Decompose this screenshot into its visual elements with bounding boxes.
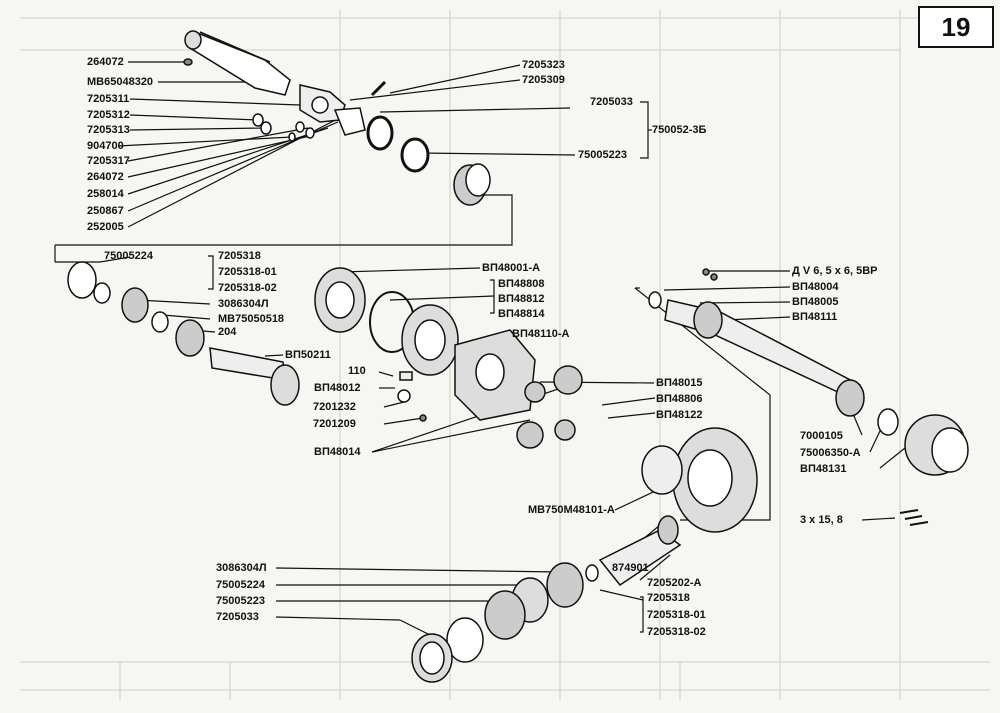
top-bearings <box>366 115 491 206</box>
drive-shaft-part <box>183 30 291 96</box>
part-label-75006350a: 75006350-А <box>800 447 861 459</box>
part-label-264072-b: 264072 <box>87 171 124 183</box>
ghost-table <box>20 10 990 700</box>
part-label-vp48012: ВП48012 <box>314 382 361 394</box>
part-label-7205033-b: 7205033 <box>216 611 259 623</box>
part-label-mb75050518: МВ75050518 <box>218 313 285 325</box>
part-label-7201232: 7201232 <box>313 401 356 413</box>
part-label-7205318-02-a: 7205318-02 <box>218 282 277 294</box>
part-label-75005224-a: 75005224 <box>104 250 153 262</box>
right-shaft <box>648 268 899 436</box>
part-label-vp48004: ВП48004 <box>792 281 839 293</box>
part-label-vp48001a: ВП48001-А <box>482 262 541 274</box>
output-gear-right <box>904 414 969 476</box>
part-label-75005223-b: 75005223 <box>216 595 265 607</box>
bottom-bearings <box>411 562 599 683</box>
part-label-vp50211: ВП50211 <box>285 349 331 361</box>
part-label-vp48122: ВП48122 <box>656 409 703 421</box>
small-rings <box>252 80 387 142</box>
part-label-750052-3b: 750052-3Б <box>652 124 707 136</box>
universal-joint-part <box>299 84 366 136</box>
part-label-7205318-01-b: 7205318-01 <box>647 609 706 621</box>
part-label-vp48808: ВП48808 <box>498 278 545 290</box>
part-label-vp48111: ВП48111 <box>792 311 838 323</box>
part-label-vp48015: ВП48015 <box>656 377 703 389</box>
part-label-7205313: 7205313 <box>87 124 130 136</box>
splined-shaft-left <box>209 347 300 406</box>
part-label-7205309: 7205309 <box>522 74 565 86</box>
bevel-gear <box>641 427 758 533</box>
part-label-110: 110 <box>348 365 366 377</box>
part-label-7205033-a: 7205033 <box>590 96 633 108</box>
part-label-7205202a: 7205202-А <box>647 577 702 589</box>
part-label-874901: 874901 <box>612 562 649 574</box>
part-label-7205318-b: 7205318 <box>647 592 690 604</box>
part-label-75005223-a: 75005223 <box>578 149 627 161</box>
part-label-264072-a: 264072 <box>87 56 124 68</box>
part-label-7205323: 7205323 <box>522 59 565 71</box>
part-label-mb65048320: МВ65048320 <box>87 76 154 88</box>
part-label-mb750m48101a: МВ750М48101-А <box>528 504 615 516</box>
pins <box>899 509 929 526</box>
part-label-3086304l-b: 3086304Л <box>216 562 267 574</box>
part-label-7205311: 7205311 <box>87 93 130 105</box>
part-label-vp48806: ВП48806 <box>656 393 703 405</box>
part-label-dv: Д V 6, 5 x 6, 5ВР <box>792 265 878 277</box>
part-label-7201209: 7201209 <box>313 418 356 430</box>
bearing-center <box>369 291 459 376</box>
part-label-7000105: 7000105 <box>800 430 843 442</box>
part-label-vp48814: ВП48814 <box>498 308 545 320</box>
part-label-75005224-b: 75005224 <box>216 579 265 591</box>
parts-drawings <box>67 30 969 683</box>
page-number: 19 <box>918 6 994 48</box>
left-bearings <box>67 261 205 357</box>
part-label-258014: 258014 <box>87 188 124 200</box>
part-label-7205318-02-b: 7205318-02 <box>647 626 706 638</box>
part-label-vp48131: ВП48131 <box>800 463 847 475</box>
part-label-7205318-01-a: 7205318-01 <box>218 266 277 278</box>
pinion-gears <box>397 365 583 449</box>
part-label-204: 204 <box>218 326 237 338</box>
part-label-252005: 252005 <box>87 221 124 233</box>
part-label-vp48005: ВП48005 <box>792 296 839 308</box>
part-label-7205318-a: 7205318 <box>218 250 261 262</box>
part-label-vp48812: ВП48812 <box>498 293 545 305</box>
part-label-vp48110a: ВП48110-А <box>512 328 570 340</box>
part-label-904700: 904700 <box>87 140 124 152</box>
differential-housing <box>454 329 536 421</box>
part-label-7205317: 7205317 <box>87 155 130 167</box>
part-label-250867: 250867 <box>87 205 124 217</box>
part-label-vp48014: ВП48014 <box>314 446 361 458</box>
pinion-shaft <box>598 515 682 587</box>
part-label-3x15-8: 3 x 15, 8 <box>800 514 843 526</box>
part-label-3086304l-a: 3086304Л <box>218 298 269 310</box>
part-label-7205312: 7205312 <box>87 109 130 121</box>
ring-gear-left <box>314 267 366 333</box>
